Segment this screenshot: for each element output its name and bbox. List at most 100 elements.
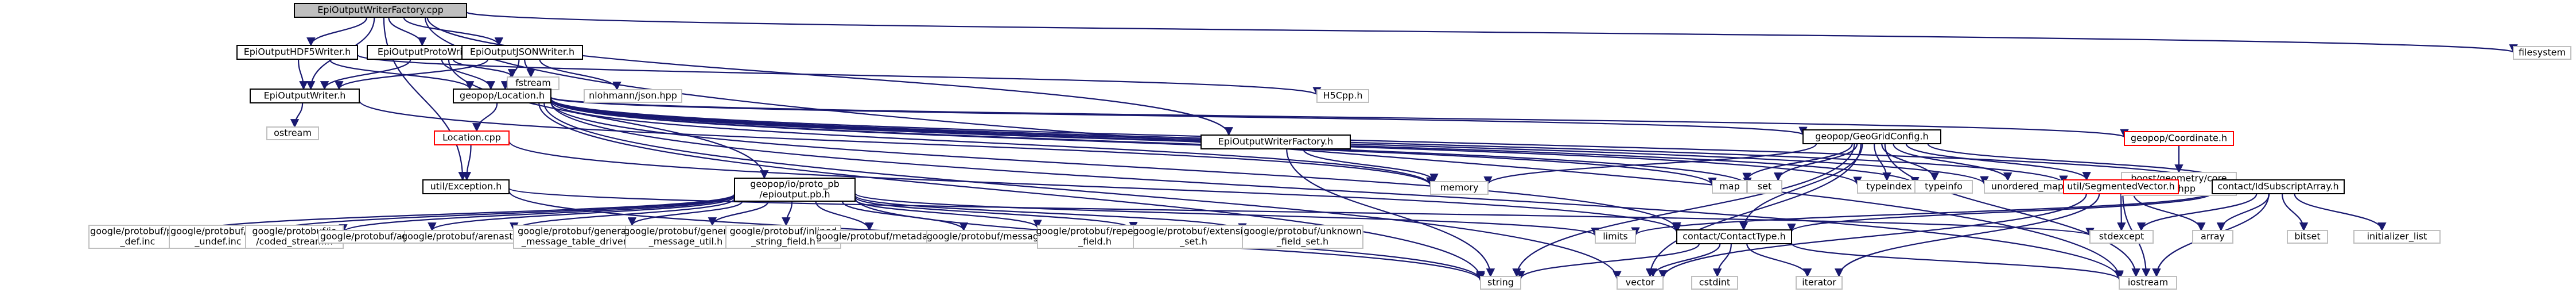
node-epioutputwriterfactory-h[interactable]: EpiOutputWriterFactory.h: [1200, 134, 1351, 149]
node-box: [2089, 230, 2154, 244]
node-box: [2063, 179, 2179, 194]
edge-ContactPool_h-to-array: [2216, 193, 2270, 232]
edge-PoolType_h-to-memory: [1483, 143, 1817, 186]
edge-PoolType_h-to-SegmentedVector_h: [1905, 143, 2091, 181]
node-label: iterator: [1802, 277, 1836, 288]
node-label: google/protobuf/generated: [624, 226, 748, 237]
node-pooltype-h[interactable]: geopop/GeoGridConfig.h: [1802, 129, 1941, 144]
node-label: EpiOutputProtoWriter.h: [378, 47, 483, 57]
node-label: contact/ContactType.h: [1683, 231, 1786, 242]
node-label: util/Exception.h: [430, 181, 502, 192]
node-box: [294, 3, 467, 18]
node-box: [266, 126, 319, 140]
node-stdexcept: stdexcept: [2089, 230, 2154, 244]
node-root[interactable]: EpiOutputWriterFactory.cpp: [294, 3, 467, 18]
edge-EpiOutputHDF5Writer_h-to-EpiOutputWriter_h: [297, 59, 308, 90]
node-label: /coded_stream.h: [256, 236, 332, 248]
edge-ContactType_h-to-cstdint: [1712, 243, 1732, 278]
node-label: ostream: [274, 128, 312, 139]
node-label: _field.h: [1078, 236, 1112, 248]
node-location-h[interactable]: geopop/Location.h: [453, 89, 551, 103]
edge-Location_h-to-string: [538, 102, 1485, 280]
node-box: [513, 225, 646, 249]
node-box: [236, 45, 358, 60]
node-box: [250, 89, 360, 103]
node-label: _message_table_driven.h: [521, 236, 638, 248]
edge-Location_h-to-ContactPool_h: [550, 98, 2217, 184]
node-label: nlohmann/json.hpp: [589, 90, 677, 101]
node-box: [2119, 276, 2177, 290]
node-proto-pb-h[interactable]: geopop/io/proto_pb/epioutput.pb.h: [734, 178, 856, 202]
node-box: [734, 178, 856, 202]
edge-EpiOutputJSONWriter_h-to-fstream: [524, 59, 535, 78]
edge-ContactType_h-to-string: [1516, 243, 1700, 280]
edge-EpiOutputWriterFactory_h-to-string: [1286, 148, 1495, 278]
node-contactpool-h[interactable]: contact/IdSubscriptArray.h: [2212, 179, 2345, 194]
edge-proto_pb_h-to-extension: [854, 196, 1138, 231]
node-label: limits: [1603, 231, 1628, 242]
node-memory: memory: [1430, 181, 1489, 195]
edge-SegmentedVector_h-to-iterator: [1835, 193, 2100, 278]
edge-ContactType_h-to-vector: [1648, 243, 1721, 278]
node-box: [1617, 276, 1664, 290]
node-box: [1430, 181, 1489, 195]
node-label: EpiOutputJSONWriter.h: [470, 47, 574, 57]
node-label: iostream: [2128, 277, 2168, 288]
edge-EpiOutputProtoWriter_h-to-EpiOutputWriter_h: [320, 59, 411, 90]
node-label: EpiOutputWriter.h: [264, 90, 346, 101]
node-label: google/protobuf/metadata.h: [816, 231, 946, 242]
edge-proto_pb_h-to-gen_util: [708, 201, 769, 226]
node-location-cpp[interactable]: Location.cpp: [434, 130, 510, 145]
node-epioutputhdf5writer-h[interactable]: EpiOutputHDF5Writer.h: [236, 45, 358, 60]
node-filesystem: filesystem: [2513, 46, 2571, 60]
edge-root-to-filesystem: [465, 11, 2517, 53]
node-label: vector: [1626, 277, 1655, 288]
node-box: [1595, 230, 1636, 244]
edge-PoolType_h-to-vector: [1645, 143, 1862, 278]
node-epioutputjsonwriter-h[interactable]: EpiOutputJSONWriter.h: [461, 45, 583, 60]
node-exception-h[interactable]: util/Exception.h: [422, 179, 510, 194]
edge-ContactPool_h-to-ContactType_h: [1787, 192, 2213, 233]
node-label: _string_field.h: [751, 236, 815, 248]
node-map: map: [1712, 180, 1747, 194]
node-box: [584, 89, 682, 103]
node-box: [1242, 225, 1363, 249]
edge-proto_pb_h-to-metadata: [815, 201, 874, 232]
node-extension: google/protobuf/extension_set.h: [1133, 225, 1254, 249]
node-message: google/protobuf/message.h: [926, 230, 1054, 244]
node-label: google/protobuf/inlined: [730, 226, 837, 237]
edge-EpiOutputProtoWriter_h-to-fstream: [452, 59, 517, 78]
node-label: _def.inc: [120, 236, 156, 248]
node-vector: vector: [1617, 276, 1664, 290]
node-box: [1747, 180, 1782, 194]
node-label: typeindex: [1866, 181, 1912, 192]
node-segmentedvector-h[interactable]: util/SegmentedVector.h: [2063, 179, 2179, 194]
edge-EpiOutputProtoWriter_h-to-Location_h: [441, 59, 495, 90]
node-label: _field_set.h: [1276, 236, 1328, 248]
edge-EpiOutputJSONWriter_h-to-nlohmann_json: [539, 59, 621, 91]
node-label: cstdint: [1699, 277, 1730, 288]
edge-Location_h-to-memory: [550, 100, 1435, 186]
node-label: /epioutput.pb.h: [759, 189, 830, 200]
node-initializer-list: initializer_list: [2353, 230, 2441, 244]
node-box: [1316, 89, 1369, 103]
edge-root-to-EpiOutputProtoWriter_h: [388, 17, 427, 47]
edge-ContactPool_h-to-bitset: [2281, 193, 2309, 232]
node-label: unordered_map: [1991, 181, 2064, 193]
edge-Location_h-to-Coordinate_h: [550, 97, 2128, 139]
node-coordinate-h[interactable]: geopop/Coordinate.h: [2124, 131, 2234, 146]
node-limits: limits: [1595, 230, 1636, 244]
edge-ContactPool_h-to-limits: [1631, 191, 2213, 236]
node-arenastring: google/protobuf/arenastring.h: [402, 230, 539, 244]
node-epioutputwriter-h[interactable]: EpiOutputWriter.h: [250, 89, 360, 103]
node-contacttype-h[interactable]: contact/ContactType.h: [1676, 229, 1792, 244]
edge-EpiOutputWriter_h-to-ostream: [290, 102, 304, 128]
node-label: EpiOutputWriterFactory.cpp: [317, 5, 443, 16]
edge-root-to-EpiOutputJSONWriter_h: [403, 17, 504, 47]
node-label: _set.h: [1179, 236, 1207, 248]
node-label: map: [1719, 181, 1740, 192]
edge-SegmentedVector_h-to-array: [2132, 193, 2206, 232]
edge-root-to-EpiOutputWriterFactory_h: [426, 17, 1233, 136]
edge-Location_h-to-iostream: [550, 101, 2124, 280]
